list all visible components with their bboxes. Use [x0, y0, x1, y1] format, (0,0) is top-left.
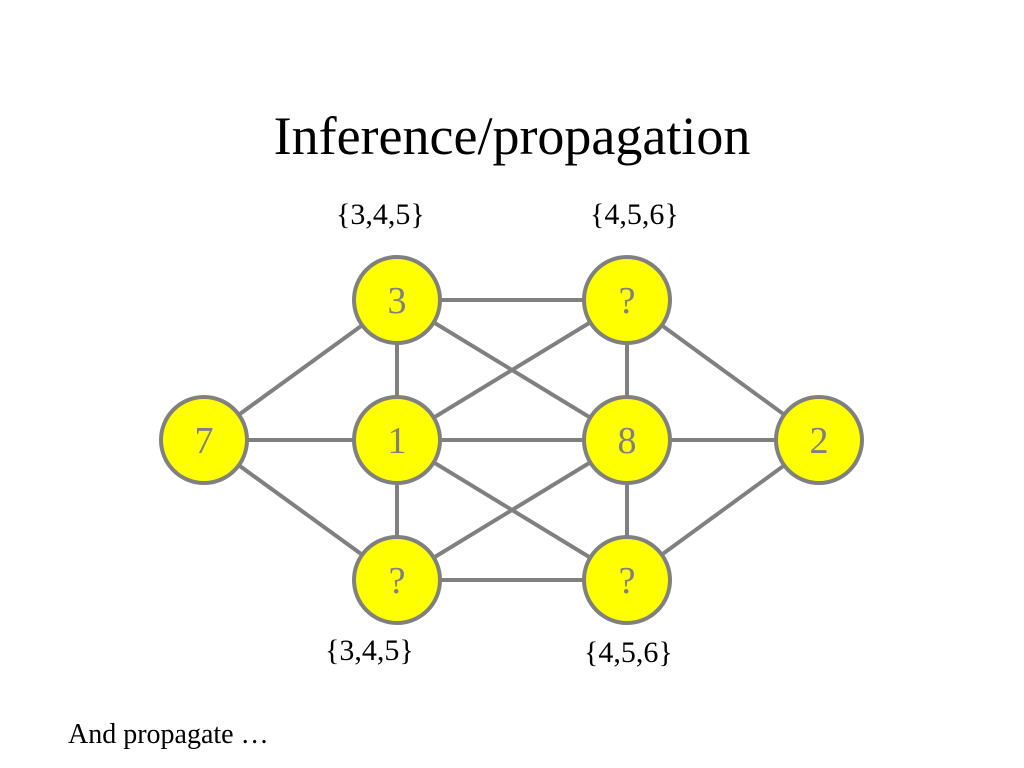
slide-title: Inference/propagation	[273, 106, 751, 166]
domain-label-top-right: {4,5,6}	[590, 198, 679, 231]
domain-label-top-left: {3,4,5}	[336, 198, 425, 231]
node-nq2: ?	[582, 255, 672, 345]
domain-label-bottom-right: {4,5,6}	[584, 636, 673, 669]
node-circle	[159, 395, 249, 485]
node-n3: 3	[352, 255, 442, 345]
node-circle	[582, 395, 672, 485]
node-n7: 7	[159, 395, 249, 485]
node-circle	[774, 395, 864, 485]
node-circle	[352, 395, 442, 485]
node-circle	[582, 255, 672, 345]
node-label: ?	[619, 560, 636, 602]
node-n8: 8	[582, 395, 672, 485]
domain-label-bottom-left: {3,4,5}	[325, 634, 414, 667]
node-n2: 2	[774, 395, 864, 485]
node-nq1: ?	[352, 535, 442, 625]
node-label: 2	[810, 420, 829, 462]
node-label: 7	[195, 420, 214, 462]
node-n1: 1	[352, 395, 442, 485]
node-label: 8	[618, 420, 637, 462]
footer-text: And propagate …	[68, 719, 269, 750]
nodes: 7 3 1?? 8? 2	[159, 255, 864, 625]
edges	[202, 298, 821, 582]
node-circle	[582, 535, 672, 625]
node-circle	[352, 535, 442, 625]
node-label: 3	[388, 280, 407, 322]
node-label: ?	[619, 280, 636, 322]
node-label: ?	[389, 560, 406, 602]
node-circle	[352, 255, 442, 345]
node-nq3: ?	[582, 535, 672, 625]
node-label: 1	[388, 420, 407, 462]
